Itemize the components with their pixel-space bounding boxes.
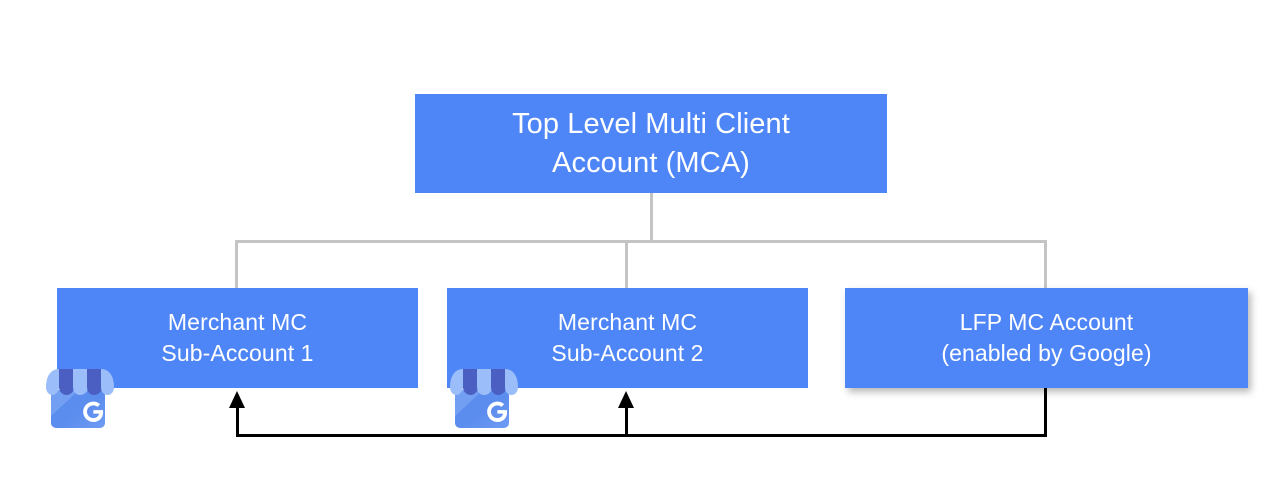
node-merchant-sub-account-1[interactable]: Merchant MC Sub-Account 1 [57,288,418,388]
node-top-level-mca-label: Top Level Multi Client Account (MCA) [512,107,790,179]
connector-drop-lfp [1044,240,1047,290]
arrowhead-into-sub2 [618,391,634,408]
node-merchant-sub-account-1-label: Merchant MC Sub-Account 1 [161,309,314,366]
google-my-business-storefront-icon [46,369,114,428]
feedback-line-to-sub2 [625,404,628,436]
connector-top-stem [650,193,653,242]
google-my-business-storefront-icon [450,369,518,428]
node-merchant-sub-account-2-label: Merchant MC Sub-Account 2 [551,309,704,366]
feedback-line-horizontal [236,434,1047,437]
connector-horizontal-bar [235,240,1047,243]
connector-drop-sub1 [235,240,238,290]
feedback-line-to-sub1 [236,404,239,436]
feedback-line-from-lfp [1044,388,1047,437]
arrowhead-into-sub1 [229,391,245,408]
node-lfp-mc-account[interactable]: LFP MC Account (enabled by Google) [845,288,1248,388]
node-lfp-mc-account-label: LFP MC Account (enabled by Google) [941,309,1152,366]
node-top-level-mca[interactable]: Top Level Multi Client Account (MCA) [415,94,887,193]
connector-drop-sub2 [625,240,628,290]
